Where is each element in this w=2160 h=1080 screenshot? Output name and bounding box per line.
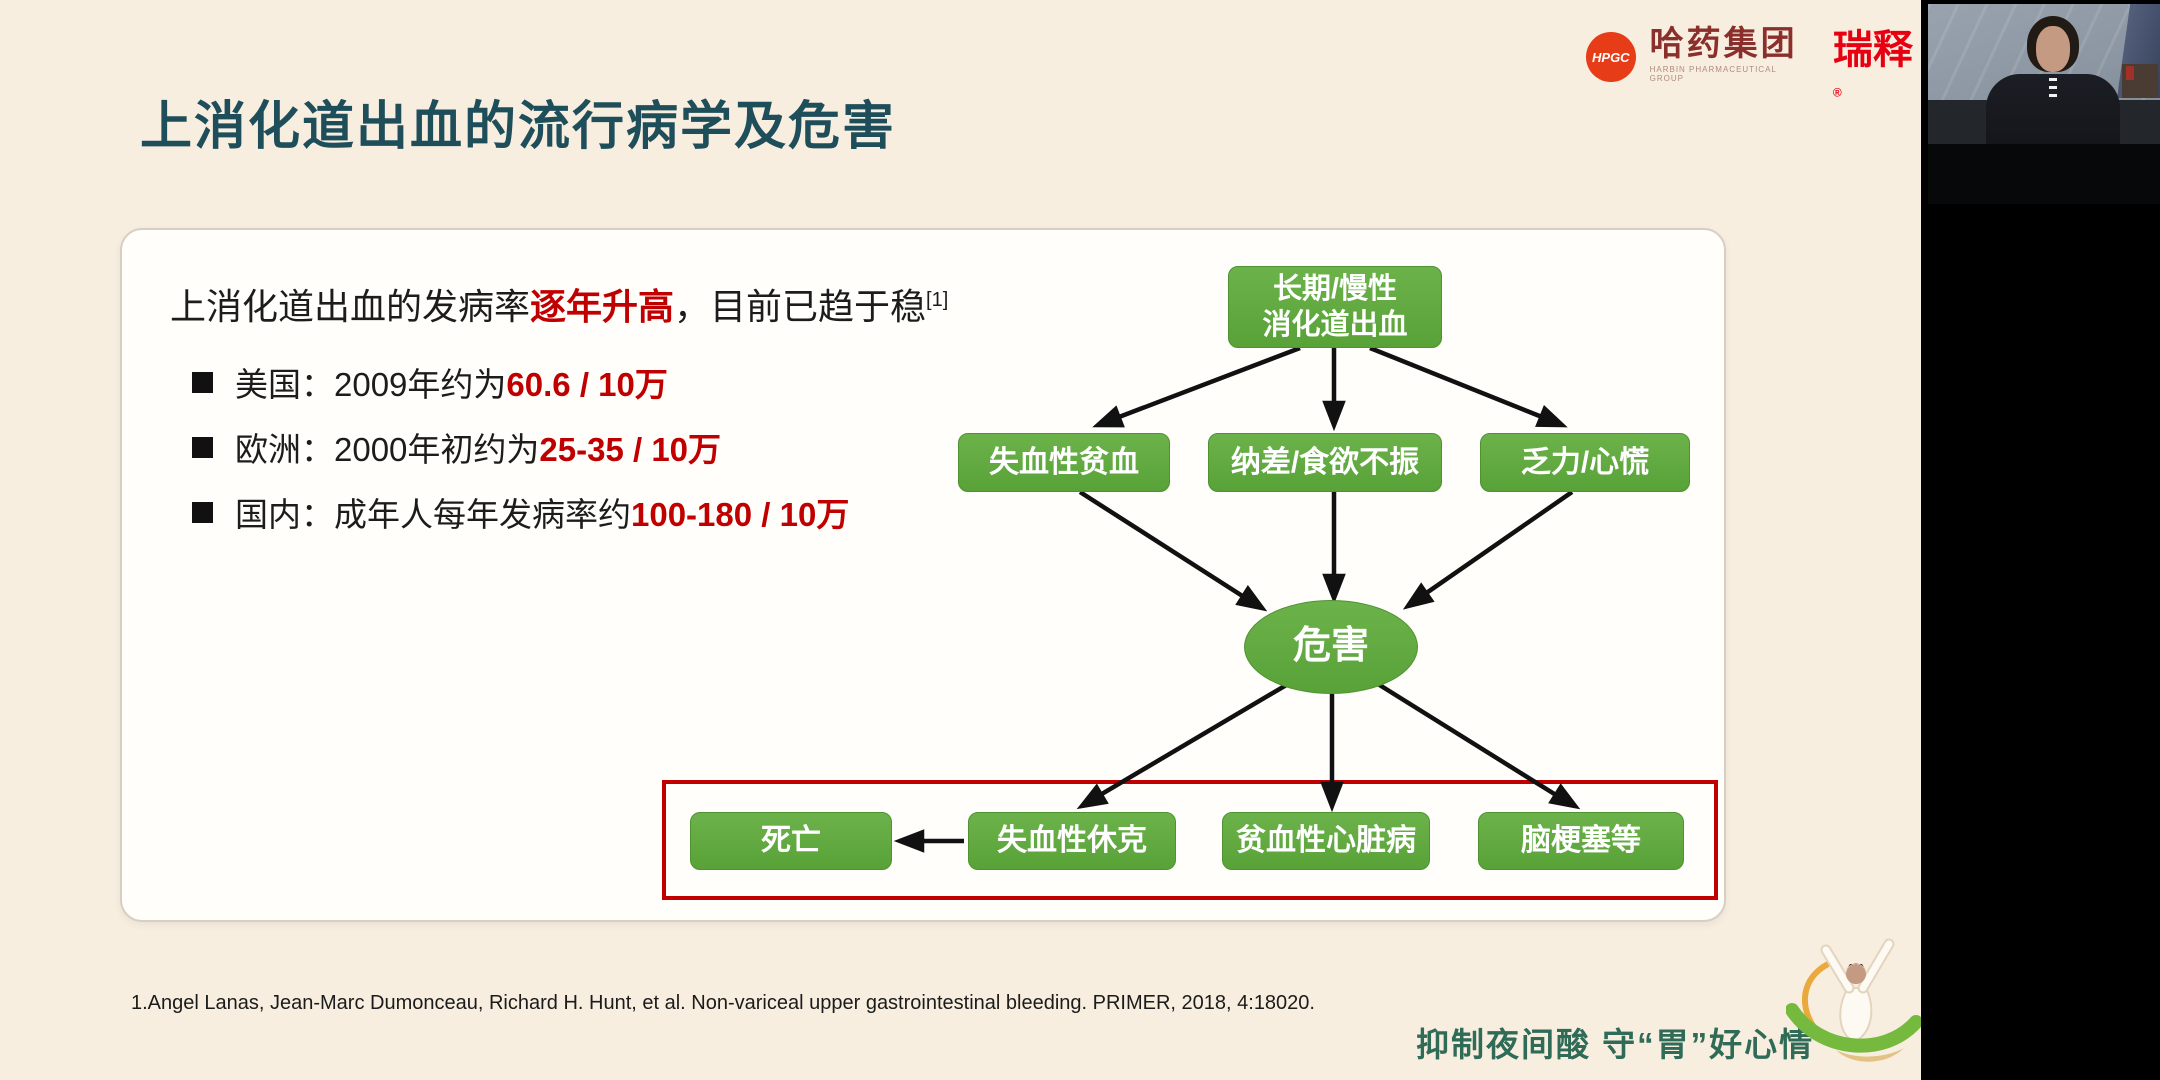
bullet-usa-value: 60.6 / 10万 (506, 366, 668, 403)
bullet-square-icon (192, 501, 213, 523)
mascot-figure-icon (1786, 938, 1921, 1062)
flow-node-fatigue: 乏力/心慌 (1480, 433, 1690, 492)
brand-slogan: 抑制夜间酸 守“胃”好心情 (1416, 1026, 1815, 1063)
bullet-europe-value: 25-35 / 10万 (539, 431, 722, 468)
bullet-square-icon (192, 436, 213, 458)
flow-node-anemia: 失血性贫血 (958, 433, 1170, 492)
page-title: 上消化道出血的流行病学及危害 (140, 98, 897, 156)
bullet-square-icon (192, 371, 213, 393)
shelf-item (2126, 66, 2134, 80)
presenter-face (2036, 26, 2070, 72)
presentation-slide: 上消化道出血的流行病学及危害 HPGC 哈药集团 HARBIN PHARMACE… (0, 0, 1921, 1080)
webcam-video[interactable] (1928, 4, 2160, 144)
citation-footnote: 1.Angel Lanas, Jean-Marc Dumonceau, Rich… (131, 992, 1315, 1014)
video-rail (1921, 0, 2160, 1080)
hpgc-logo-icon: HPGC (1586, 32, 1636, 82)
group-logo-name: 哈药集团 (1649, 25, 1798, 63)
flow-node-hazard: 危害 (1244, 600, 1418, 694)
reference-marker: [1] (926, 289, 949, 311)
intro-highlight: 逐年升高 (530, 286, 675, 327)
flow-node-root: 长期/慢性 消化道出血 (1228, 266, 1442, 348)
registered-mark: ® (1832, 85, 1842, 100)
flow-node-heart-disease: 贫血性心脏病 (1222, 812, 1430, 870)
flow-node-appetite: 纳差/食欲不振 (1208, 433, 1442, 492)
flow-node-cerebral-infarction: 脑梗塞等 (1478, 812, 1684, 870)
header-logos: HPGC 哈药集团 HARBIN PHARMACEUTICAL GROUP 瑞释… (1586, 25, 1921, 122)
hpgc-badge-text: HPGC (1592, 49, 1630, 65)
brand-logo: 瑞释® (1832, 28, 1913, 100)
flow-node-shock: 失血性休克 (968, 812, 1176, 870)
group-logo: 哈药集团 HARBIN PHARMACEUTICAL GROUP (1649, 25, 1813, 84)
intro-sentence: 上消化道出血的发病率逐年升高，目前已趋于稳[1] (170, 286, 949, 327)
webcam-letterbox (1928, 144, 2160, 204)
bullet-domestic-value: 100-180 / 10万 (631, 496, 850, 533)
flow-node-death: 死亡 (690, 812, 892, 870)
presenter-collar (2049, 78, 2057, 100)
group-logo-caption: HARBIN PHARMACEUTICAL GROUP (1649, 65, 1777, 84)
